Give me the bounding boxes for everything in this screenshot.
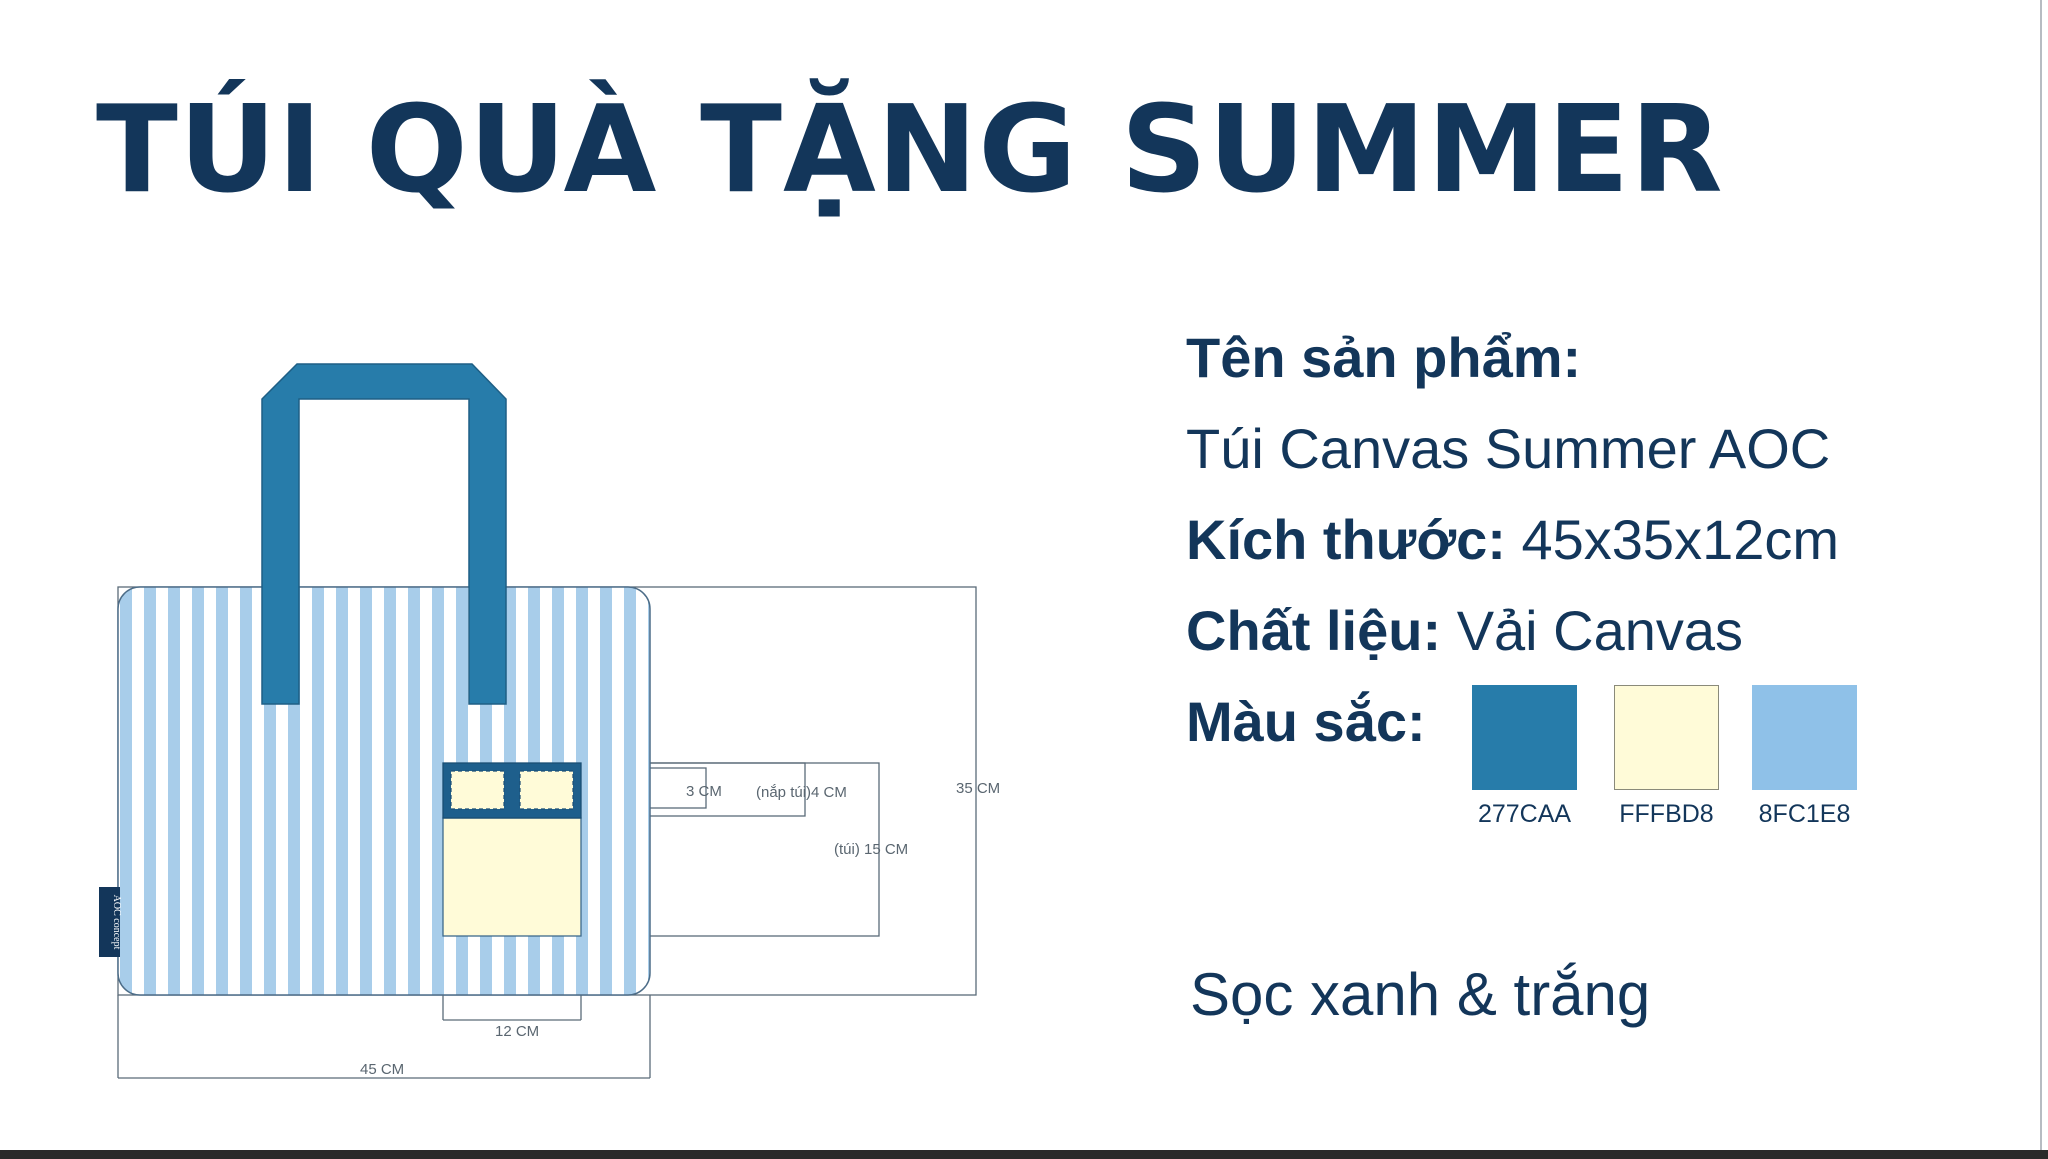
product-name-value-row: Túi Canvas Summer AOC xyxy=(1186,403,1839,494)
dim-width-label: 45 CM xyxy=(360,1061,404,1078)
dim-depth-label: 12 CM xyxy=(495,1023,539,1040)
size-value: 45x35x12cm xyxy=(1521,508,1839,571)
size-row: Kích thước: 45x35x12cm xyxy=(1186,494,1839,585)
color-chip xyxy=(1614,685,1719,790)
color-code: 277CAA xyxy=(1477,800,1572,828)
product-name-row: Tên sản phẩm: xyxy=(1186,312,1839,403)
color-swatch: 8FC1E8 xyxy=(1752,685,1857,829)
bottom-bar xyxy=(0,1150,2048,1159)
dim-flap-label: (nắp túi)4 CM xyxy=(756,784,847,801)
color-row: Màu sắc: xyxy=(1186,676,1839,767)
product-info: Tên sản phẩm: Túi Canvas Summer AOC Kích… xyxy=(1186,312,1839,767)
front-pocket xyxy=(442,762,582,937)
color-swatch: FFFBD8 xyxy=(1614,685,1719,829)
bag-technical-diagram: AOC concept 3 CM (nắp túi)4 CM 35 CM (tú… xyxy=(99,363,1000,1079)
material-row: Chất liệu: Vải Canvas xyxy=(1186,585,1839,676)
color-swatch: 277CAA xyxy=(1472,685,1577,829)
color-label: Màu sắc: xyxy=(1186,690,1426,753)
brand-tag: AOC concept xyxy=(99,887,122,957)
color-code: FFFBD8 xyxy=(1619,800,1714,828)
right-edge-rule xyxy=(2040,0,2042,1150)
product-name-label: Tên sản phẩm: xyxy=(1186,326,1582,389)
brand-tag-label: AOC concept xyxy=(111,895,122,950)
color-chip xyxy=(1472,685,1577,790)
bag-handles xyxy=(261,363,507,705)
color-code: 8FC1E8 xyxy=(1758,800,1851,828)
product-name-value: Túi Canvas Summer AOC xyxy=(1186,417,1831,480)
dim-tab-label: 3 CM xyxy=(686,783,722,800)
size-label: Kích thước: xyxy=(1186,508,1506,571)
pattern-note: Sọc xanh & trắng xyxy=(1190,961,1651,1028)
color-chip xyxy=(1752,685,1857,790)
material-value: Vải Canvas xyxy=(1456,599,1744,662)
dim-height-label: 35 CM xyxy=(956,780,1000,797)
dim-pocket-label: (túi) 15 CM xyxy=(834,841,908,858)
page-title: TÚI QUÀ TẶNG SUMMER xyxy=(96,81,1724,220)
material-label: Chất liệu: xyxy=(1186,599,1442,662)
